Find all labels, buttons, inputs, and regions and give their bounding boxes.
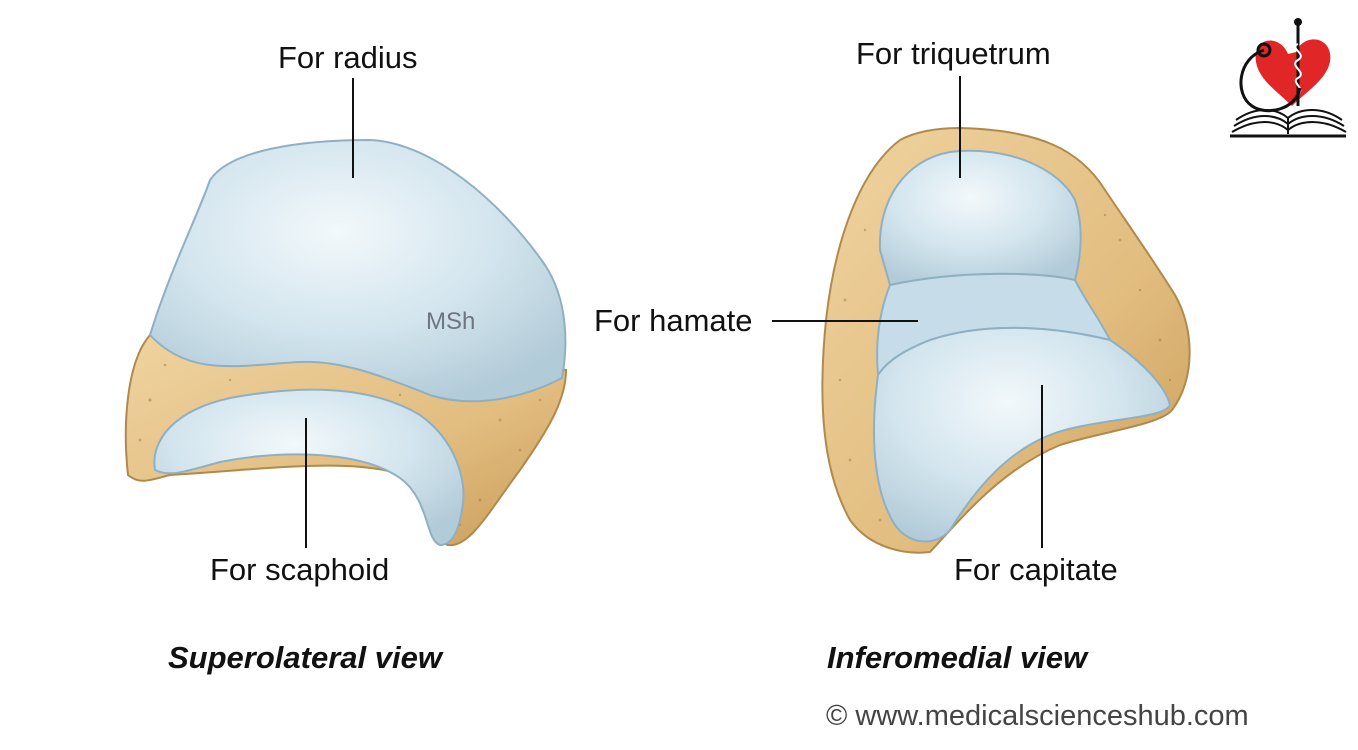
scaphoid-facet <box>153 388 465 547</box>
label-for-radius: For radius <box>278 40 418 75</box>
inferomedial-lunate <box>772 76 1191 554</box>
label-for-triquetrum: For triquetrum <box>856 36 1051 71</box>
label-for-hamate: For hamate <box>594 303 753 338</box>
radius-facet <box>148 138 567 403</box>
copyright-text: © www.medicalscienceshub.com <box>826 700 1249 732</box>
label-for-capitate: For capitate <box>954 552 1118 587</box>
heart-stethoscope-book-icon <box>1230 18 1347 138</box>
label-for-scaphoid: For scaphoid <box>210 552 390 587</box>
superolateral-lunate <box>124 78 568 548</box>
right-bone-texture <box>838 213 1172 522</box>
label-msh: MSh <box>426 308 476 335</box>
capitate-facet <box>872 326 1172 543</box>
caption-inferomedial-view: Inferomedial view <box>827 640 1088 675</box>
caption-superolateral-view: Superolateral view <box>168 640 442 675</box>
